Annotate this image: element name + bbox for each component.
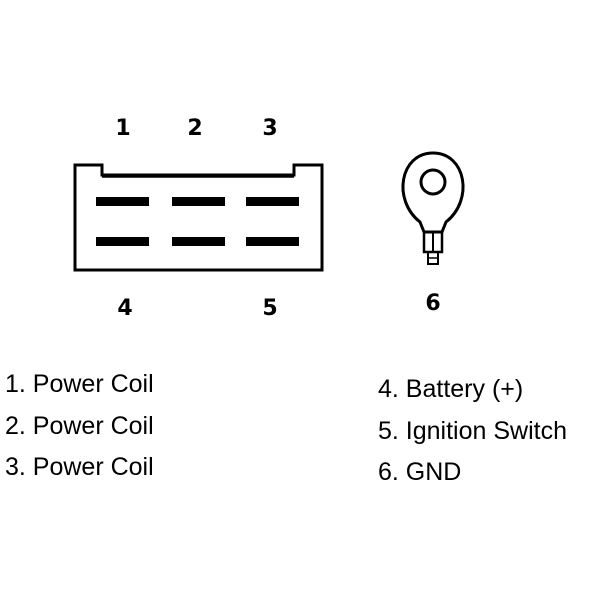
pin-label-6: 6 xyxy=(425,291,441,316)
legend-item-2: 2. Power Coil xyxy=(5,412,154,440)
pin-label-5: 5 xyxy=(262,296,278,321)
pin-label-3: 3 xyxy=(262,116,278,141)
terminal-slot-5 xyxy=(246,237,299,246)
terminal-slot-1 xyxy=(96,197,149,206)
pin-label-1: 1 xyxy=(115,116,131,141)
legend-item-5: 5. Ignition Switch xyxy=(378,417,567,445)
legend-item-4: 4. Battery (+) xyxy=(378,375,524,403)
terminal-slot-4 xyxy=(96,237,149,246)
legend-item-3: 3. Power Coil xyxy=(5,453,154,481)
terminal-slot-3 xyxy=(246,197,299,206)
terminal-slot-2 xyxy=(172,197,225,206)
terminal-slot-4b xyxy=(172,237,225,246)
pin-label-4: 4 xyxy=(117,296,133,321)
ring-terminal-icon xyxy=(401,151,465,265)
legend-item-1: 1. Power Coil xyxy=(5,370,154,398)
connector-housing xyxy=(73,163,324,272)
legend-item-6: 6. GND xyxy=(378,458,462,486)
pin-label-2: 2 xyxy=(187,116,203,141)
